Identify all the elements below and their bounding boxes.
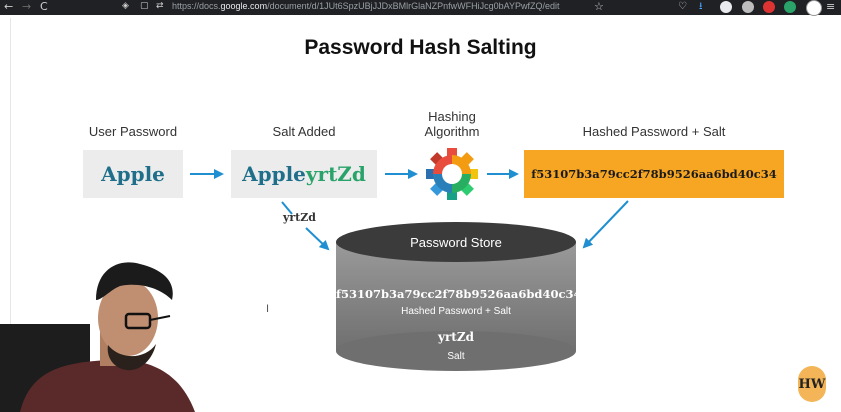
- store-hash-caption: Hashed Password + Salt: [401, 306, 511, 317]
- salted-password-salt: yrtZd: [305, 162, 366, 186]
- pocket-icon[interactable]: ♡: [678, 1, 687, 12]
- store-salt-caption: Salt: [447, 351, 465, 362]
- label-salt-added: Salt Added: [272, 124, 336, 139]
- extension-a-icon[interactable]: [742, 1, 754, 13]
- label-hashed-password-salt: Hashed Password + Salt: [582, 124, 726, 139]
- url-path: /document/d/1JUt6SpzUBjJJDxBMlrGlaNZPnfw…: [267, 1, 560, 11]
- arrow-salt-to-store: [305, 227, 330, 251]
- lock-icon: ▢: [140, 1, 149, 11]
- bookmark-star-icon[interactable]: ☆: [594, 0, 604, 13]
- reload-icon[interactable]: C: [40, 0, 48, 13]
- address-bar[interactable]: https://docs.google.com/document/d/1JUt6…: [172, 1, 559, 11]
- presenter-webcam: [0, 262, 195, 412]
- forward-icon[interactable]: →: [22, 0, 32, 13]
- arrow-salt-upper: [281, 201, 293, 215]
- info-icon[interactable]: [806, 0, 822, 16]
- url-prefix: https://docs.: [172, 1, 221, 11]
- slide-title: Password Hash Salting: [304, 36, 537, 59]
- store-hash-value: f53107b3a79cc2f78b9526aa6bd40c34: [336, 287, 582, 301]
- text-cursor-icon: I: [266, 303, 270, 315]
- extension-p-icon[interactable]: [720, 1, 732, 13]
- store-title: Password Store: [410, 235, 502, 250]
- extension-red-icon[interactable]: [763, 1, 775, 13]
- gear-icon: [426, 148, 478, 200]
- url-domain: google.com: [220, 1, 268, 11]
- label-hashing-algorithm: Hashing Algorithm: [405, 109, 499, 139]
- salted-password-base: Apple: [242, 162, 306, 186]
- label-user-password: User Password: [88, 124, 178, 139]
- shield-icon[interactable]: ◈: [122, 1, 129, 11]
- label-hashing-line1: Hashing: [428, 109, 476, 124]
- hashed-output-box: f53107b3a79cc2f78b9526aa6bd40c34: [524, 150, 784, 198]
- download-icon[interactable]: ⭳: [699, 1, 703, 12]
- browser-toolbar: ← → C ◈ ▢ ⇄ https://docs.google.com/docu…: [0, 0, 841, 16]
- permissions-icon[interactable]: ⇄: [156, 1, 164, 11]
- menu-icon[interactable]: ≡: [826, 0, 836, 13]
- grammarly-icon[interactable]: [784, 1, 796, 13]
- plain-password-box: Apple: [83, 150, 183, 198]
- back-icon[interactable]: ←: [4, 0, 14, 13]
- page-edge: [10, 18, 11, 412]
- label-hashing-line2: Algorithm: [424, 124, 480, 139]
- arrow-hash-to-store: [582, 200, 629, 249]
- channel-logo: HW: [798, 366, 826, 402]
- store-salt-value: yrtZd: [438, 330, 474, 344]
- password-store-cylinder: [336, 222, 576, 371]
